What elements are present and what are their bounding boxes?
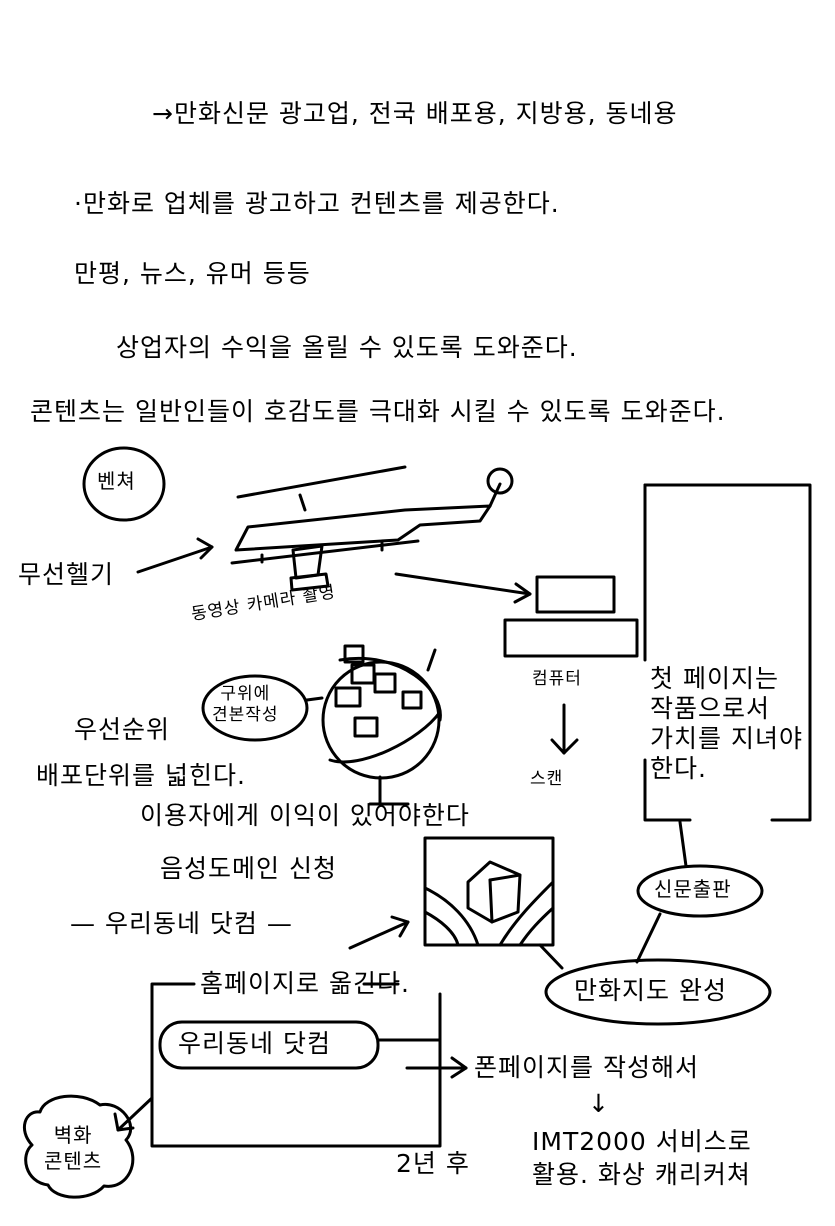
helicopter-drawing <box>230 465 514 592</box>
sample-bubble <box>201 674 309 742</box>
wall-cloud <box>22 1094 135 1199</box>
map-box-drawing <box>423 836 555 947</box>
helicopter-label: 무선헬기 <box>18 560 115 589</box>
priority-label: 우선순위 <box>74 715 171 744</box>
venture-circle <box>82 446 166 522</box>
map-complete-oval <box>544 958 772 1026</box>
benefit-label: 이용자에게 이익이 있어야한다 <box>140 801 470 830</box>
homepage-bracket <box>150 982 442 1148</box>
page-box <box>643 483 812 822</box>
voice-domain-label: 음성도메인 신청 <box>160 854 337 883</box>
venture-label: 벤쳐 <box>97 469 136 493</box>
arrow-to-map <box>348 920 410 950</box>
header-line-5: 콘텐츠는 일반인들이 호감도를 극대화 시킬 수 있도록 도와준다. <box>30 397 726 426</box>
arrow-to-computer <box>394 572 532 596</box>
our-town-box-label: 우리동네 닷컴 <box>178 1029 331 1058</box>
arrow-heli <box>136 545 214 574</box>
two-years-label: 2년 후 <box>396 1149 470 1178</box>
sample-label: 구위에 견본작성 <box>212 684 279 726</box>
header-line-3: 만평, 뉴스, 유머 등등 <box>74 259 311 288</box>
imt-service-label: IMT2000 서비스로 활용. 화상 캐리커쳐 <box>532 1127 752 1189</box>
phone-page-label: 폰페이지를 작성해서 <box>474 1053 699 1082</box>
globe-drawing <box>321 644 442 806</box>
computer-label: 컴퓨터 <box>532 669 582 689</box>
scan-label: 스캔 <box>530 769 564 789</box>
header-line-2: ·만화로 업체를 광고하고 컨텐츠를 제공한다. <box>74 189 560 218</box>
newspaper-label: 신문출판 <box>654 877 732 901</box>
expand-label: 배포단위를 넓힌다. <box>36 761 246 790</box>
arrow-wall <box>116 1096 154 1132</box>
homepage-label: 홈페이지로 옮긴다. <box>200 969 410 998</box>
newspaper-oval <box>636 864 764 918</box>
header-line-1: →만화신문 광고업, 전국 배포용, 지방용, 동네용 <box>152 99 678 128</box>
phone-down-arrow: ↓ <box>588 1089 610 1118</box>
header-line-4: 상업자의 수익을 올릴 수 있도록 도와준다. <box>116 333 578 362</box>
map-complete-label: 만화지도 완성 <box>574 976 727 1005</box>
page-to-newspaper <box>678 820 688 868</box>
our-town-box-frame <box>158 1020 380 1070</box>
wall-content-label: 벽화 콘텐츠 <box>44 1123 103 1173</box>
first-page-note: 첫 페이지는 작품으로서 가치를 지녀야 한다. <box>650 664 803 783</box>
computer-drawing <box>503 575 639 658</box>
our-town-title: — 우리동네 닷컴 — <box>70 909 293 938</box>
